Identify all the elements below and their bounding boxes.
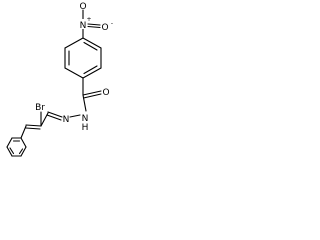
ring2-inner-3 — [18, 148, 24, 155]
atom-n-amide: N — [82, 114, 89, 124]
bond-c-o-2 — [82, 93, 102, 99]
ring2-inner-2 — [9, 147, 15, 155]
bond-n-ch-1 — [47, 111, 63, 118]
charge-plus: + — [86, 16, 91, 23]
atom-n-nitro: N — [80, 21, 87, 31]
ring1-bond-1 — [82, 37, 102, 49]
ring1-bond-4 — [64, 67, 84, 79]
atom-br: Br — [35, 103, 45, 113]
atom-labels: O N + O - O N H N Br — [35, 2, 113, 133]
nitrophenyl-ring — [64, 37, 102, 79]
nitro-group — [82, 9, 101, 39]
ring1-bond-3 — [82, 67, 102, 79]
bond-nh-n — [69, 114, 81, 118]
ring2-bond-6 — [20, 137, 27, 148]
atom-h: H — [82, 123, 89, 133]
ring1-inner-1 — [83, 41, 98, 51]
bond-n-o-side-2 — [87, 25, 101, 29]
charge-minus: - — [111, 20, 113, 27]
ring2-bond-3 — [6, 146, 13, 157]
bond-ch-cbr — [40, 112, 49, 127]
bond-cbr-ch-1 — [25, 124, 42, 127]
ring2-bond-5 — [20, 146, 27, 157]
bond-c-o-1 — [82, 90, 102, 96]
atom-n-imine: N — [63, 115, 70, 125]
bond-ch-phenyl — [20, 125, 27, 139]
ring1-inner-2 — [83, 65, 98, 75]
atom-o-side: O — [101, 23, 108, 33]
hydrazone-chain — [20, 77, 102, 139]
atom-o-carbonyl: O — [102, 88, 109, 98]
ring1-bond-6 — [64, 37, 84, 49]
chemical-structure: O N + O - O N H N Br — [6, 2, 113, 157]
bond-c-nh — [82, 94, 87, 112]
phenyl-ring — [6, 137, 27, 157]
bond-n-o-side-1 — [87, 23, 101, 26]
bond-cbr-ch-2 — [25, 127, 41, 130]
atom-o-top: O — [79, 2, 86, 12]
bond-n-ch-2 — [46, 114, 62, 121]
ring2-bond-2 — [6, 137, 13, 148]
